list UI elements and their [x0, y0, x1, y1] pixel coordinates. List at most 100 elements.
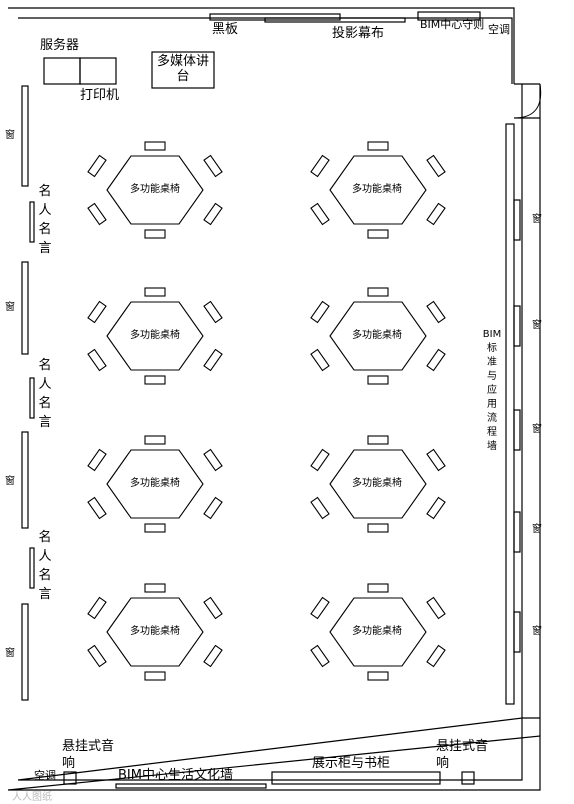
chair	[87, 496, 107, 520]
culture-wall-line	[115, 783, 267, 789]
screen-line	[264, 17, 406, 23]
window-right-3: 窗	[532, 424, 542, 435]
chair	[426, 448, 446, 472]
chair	[367, 141, 389, 151]
quotes-label-1: 名人名言	[38, 184, 52, 256]
display-cabinet-label: 展示柜与书柜	[312, 756, 391, 771]
blackboard-line	[209, 13, 341, 21]
right-wall-outer	[522, 117, 541, 736]
window-left-4: 窗	[5, 648, 15, 659]
chair	[310, 202, 330, 226]
inner-wall	[17, 17, 523, 781]
chair	[203, 348, 223, 372]
window-right-1: 窗	[532, 214, 542, 225]
table-label-4: 多功能桌椅	[352, 330, 402, 341]
chair	[310, 348, 330, 372]
chair	[144, 583, 166, 593]
chair	[87, 202, 107, 226]
chair	[426, 154, 446, 178]
server-box	[43, 57, 81, 85]
bim-keeper-label: BIM中心守则	[420, 18, 485, 31]
table-label-1: 多功能桌椅	[130, 184, 180, 195]
chair	[426, 300, 446, 324]
chair	[367, 671, 389, 681]
window-right-4: 窗	[532, 524, 542, 535]
chair	[310, 596, 330, 620]
projector-screen-label: 投影幕布	[332, 26, 385, 41]
hanging-speaker-right-label: 悬挂式音响	[436, 739, 489, 771]
chair	[144, 375, 166, 385]
chair	[367, 287, 389, 297]
chair	[203, 202, 223, 226]
chair	[144, 523, 166, 533]
podium-box	[151, 51, 215, 89]
chair	[367, 583, 389, 593]
table-3	[106, 301, 204, 371]
chair	[426, 644, 446, 668]
chair	[426, 496, 446, 520]
chair	[87, 644, 107, 668]
chair	[310, 496, 330, 520]
chair	[203, 300, 223, 324]
table-label-2: 多功能桌椅	[352, 184, 402, 195]
chair	[144, 435, 166, 445]
keeper-board	[417, 11, 481, 21]
ac-bottom-label: 空调	[34, 769, 56, 782]
cabinet-line	[271, 771, 441, 785]
window-right-2: 窗	[532, 320, 542, 331]
chair	[426, 348, 446, 372]
table-7	[106, 597, 204, 667]
chair	[367, 229, 389, 239]
chair	[203, 448, 223, 472]
chair	[426, 202, 446, 226]
door-arc	[513, 83, 542, 119]
ac-top-label: 空调	[488, 23, 510, 36]
chair	[87, 154, 107, 178]
chair	[426, 596, 446, 620]
blackboard-label: 黑板	[212, 22, 239, 37]
table-1	[106, 155, 204, 225]
chair	[87, 300, 107, 324]
chair	[310, 644, 330, 668]
podium-label: 多媒体讲台	[156, 54, 209, 84]
printer-box	[79, 57, 117, 85]
quotes-label-2: 名人名言	[38, 358, 52, 430]
chair	[87, 448, 107, 472]
table-label-5: 多功能桌椅	[130, 478, 180, 489]
window-left-3: 窗	[5, 476, 15, 487]
speaker-right	[461, 771, 475, 785]
chair	[87, 348, 107, 372]
chair	[310, 154, 330, 178]
culture-wall-label: BIM中心生活文化墙	[118, 768, 233, 783]
table-2	[329, 155, 427, 225]
watermark: 人人图纸	[12, 792, 52, 803]
chair	[144, 671, 166, 681]
chair	[367, 375, 389, 385]
chair	[203, 644, 223, 668]
chair	[203, 154, 223, 178]
table-label-6: 多功能桌椅	[352, 478, 402, 489]
window-left-1: 窗	[5, 130, 15, 141]
table-label-8: 多功能桌椅	[352, 626, 402, 637]
chair	[203, 596, 223, 620]
window-right-5: 窗	[532, 626, 542, 637]
table-6	[329, 449, 427, 519]
chair	[310, 300, 330, 324]
chair	[367, 523, 389, 533]
chair	[87, 596, 107, 620]
table-8	[329, 597, 427, 667]
table-5	[106, 449, 204, 519]
hanging-speaker-left-label: 悬挂式音响	[62, 739, 115, 771]
speaker-left	[63, 771, 77, 785]
server-label: 服务器	[40, 38, 80, 53]
table-label-3: 多功能桌椅	[130, 330, 180, 341]
chair	[144, 229, 166, 239]
quotes-label-3: 名人名言	[38, 530, 52, 602]
chair	[203, 496, 223, 520]
chair	[144, 141, 166, 151]
outer-wall	[7, 7, 541, 791]
table-4	[329, 301, 427, 371]
chair	[144, 287, 166, 297]
